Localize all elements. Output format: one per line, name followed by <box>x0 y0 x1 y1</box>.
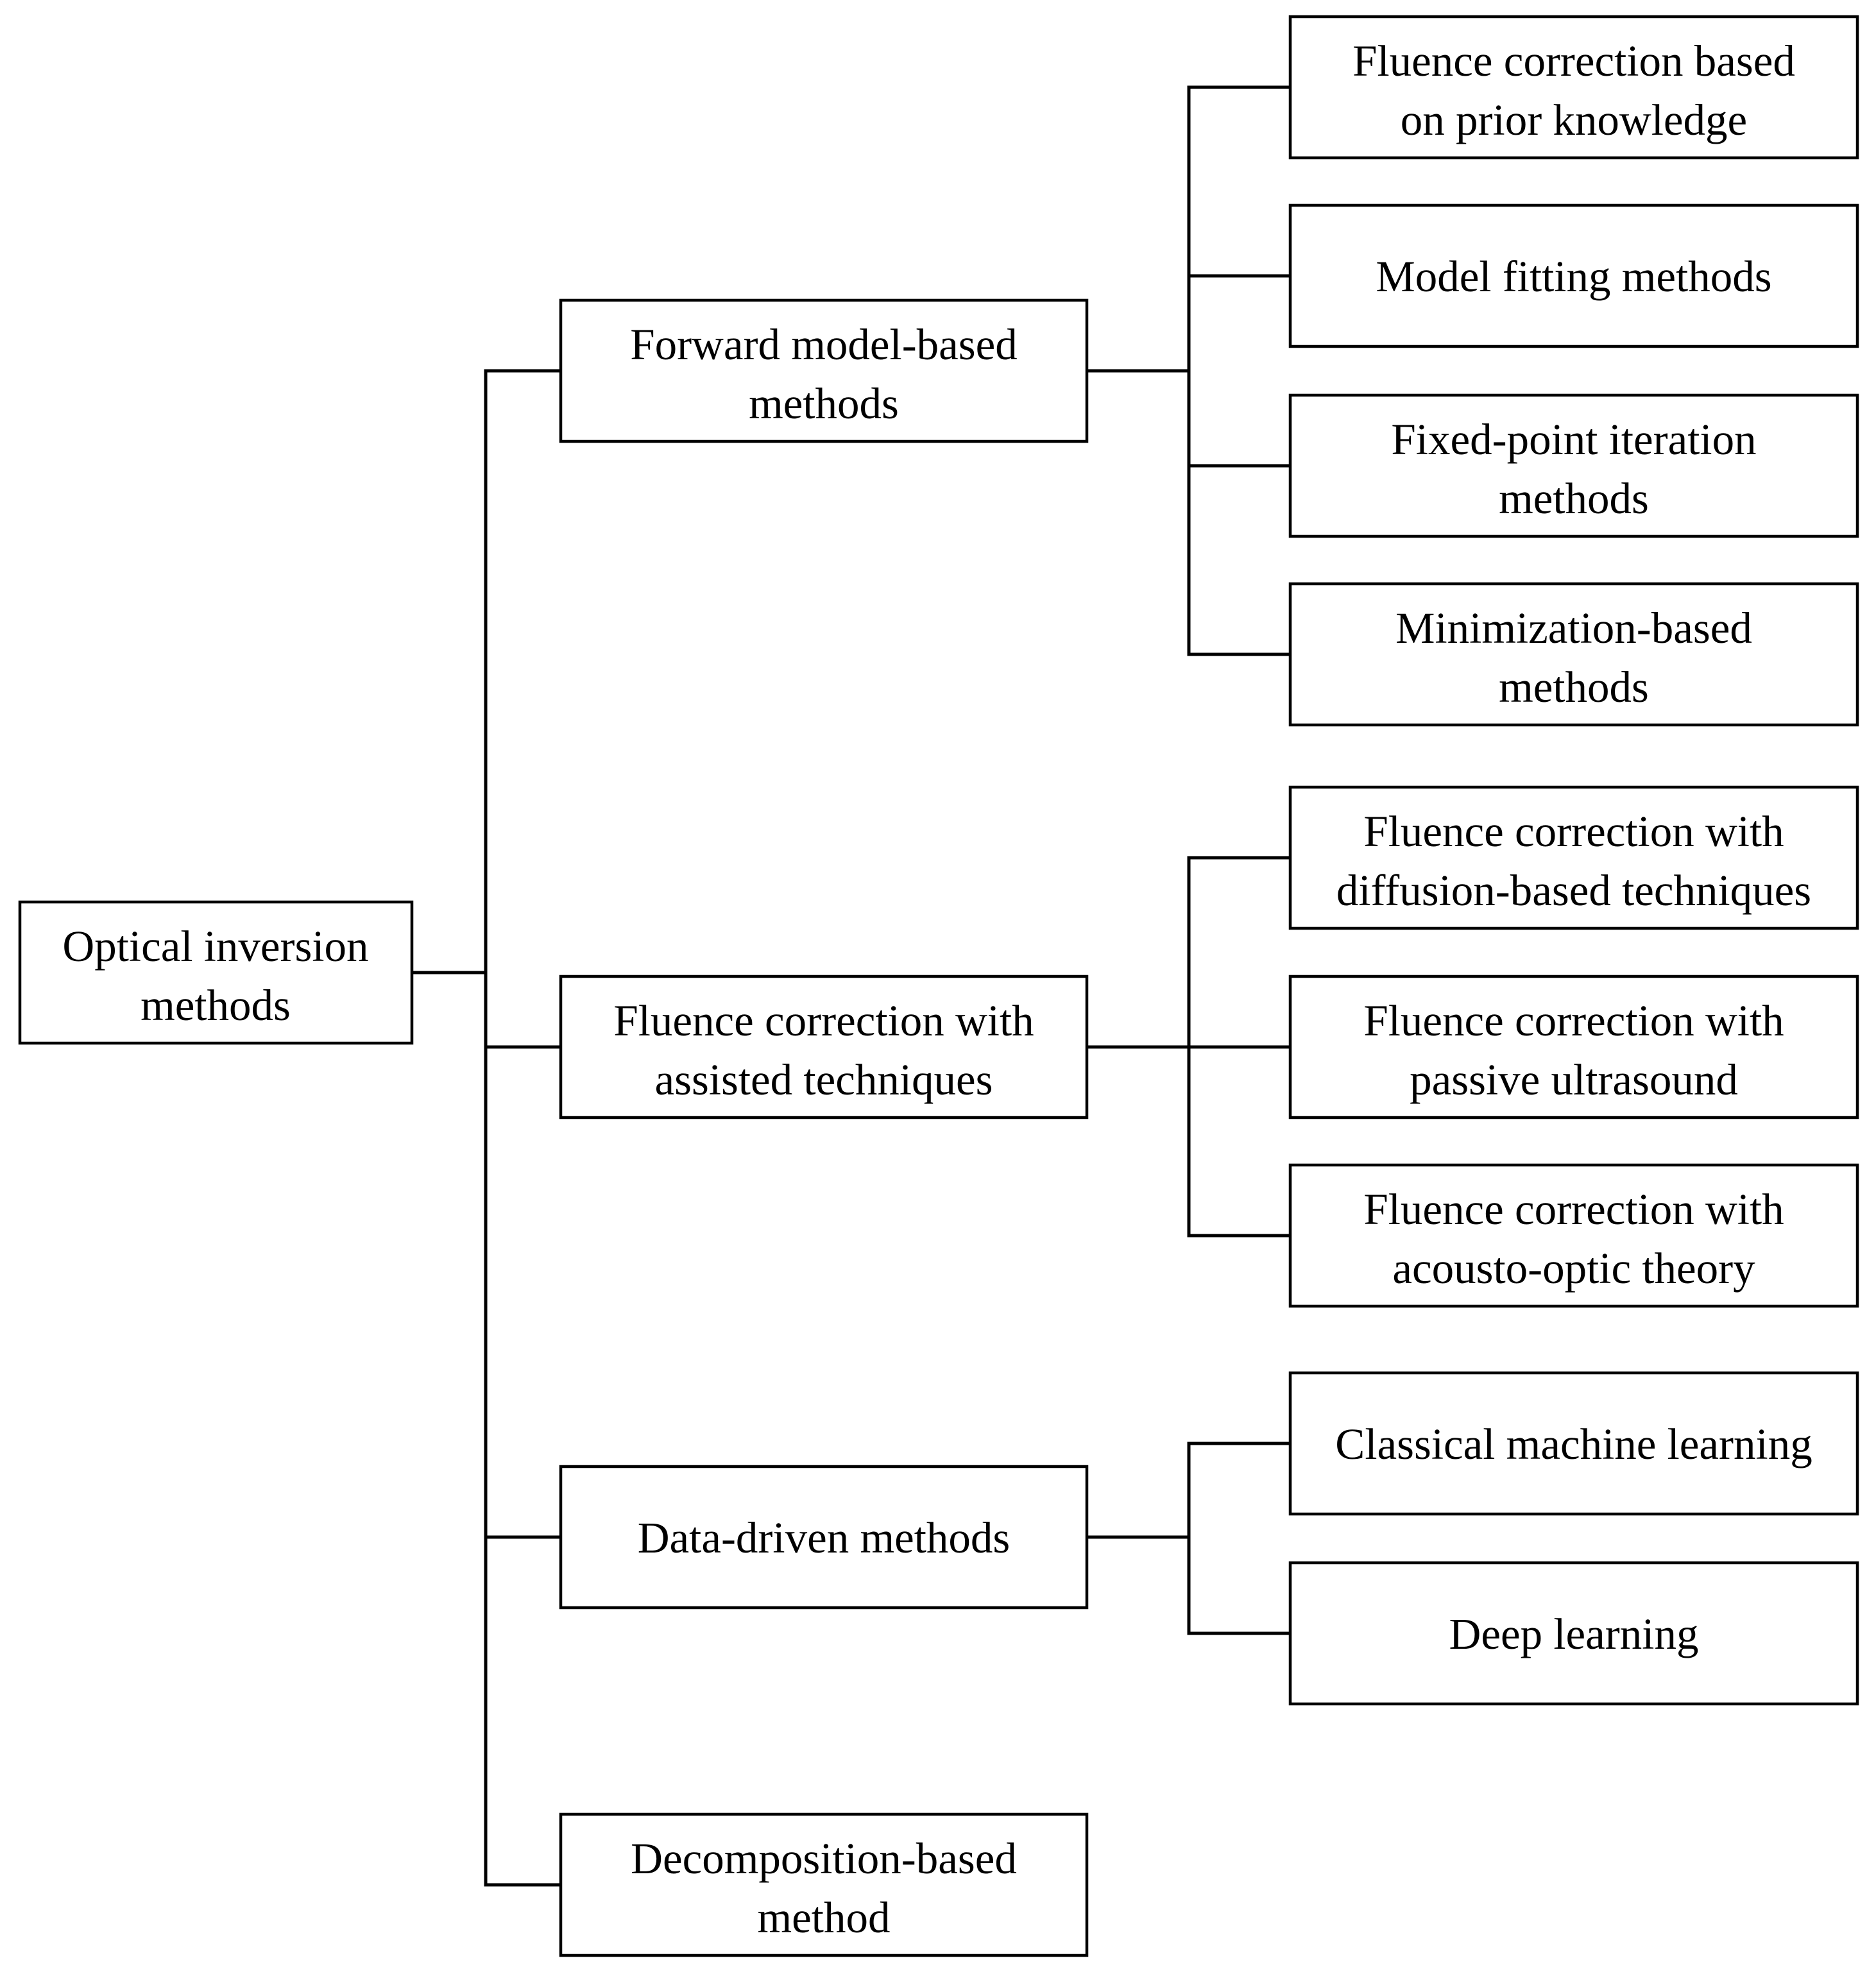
leaf-model-fitting: Model fitting methods <box>1288 203 1859 348</box>
leaf-passive-ultrasound: Fluence correction with passive ultrasou… <box>1288 974 1859 1119</box>
root-line-2: methods <box>141 981 291 1030</box>
leaf-classical-line-1: Classical machine learning <box>1335 1420 1812 1468</box>
leaf-fitting-line-1: Model fitting methods <box>1376 252 1771 301</box>
leaf-diffusion-line-1: Fluence correction with <box>1363 807 1784 856</box>
connectors <box>411 85 1292 1887</box>
leaf-fixed-point-iteration: Fixed-point iteration methods <box>1288 393 1859 538</box>
category-decomposition-line-2: method <box>758 1893 891 1942</box>
leaf-acousto-optic: Fluence correction with acousto-optic th… <box>1288 1163 1859 1308</box>
leaf-deep-line-1: Deep learning <box>1449 1610 1699 1658</box>
leaf-fixedpoint-line-2: methods <box>1499 474 1649 523</box>
root-line-1: Optical inversion <box>62 922 368 971</box>
category-data-driven: Data-driven methods <box>559 1465 1089 1610</box>
leaf-deep-learning: Deep learning <box>1288 1561 1859 1706</box>
leaf-acoustooptic-line-1: Fluence correction with <box>1363 1185 1784 1234</box>
category-assisted-line-2: assisted techniques <box>655 1055 993 1104</box>
leaf-minimization-line-1: Minimization-based <box>1395 604 1752 652</box>
category-datadriven-line-1: Data-driven methods <box>638 1513 1010 1562</box>
category-decomposition-line-1: Decomposition-based <box>631 1834 1017 1883</box>
leaf-acoustooptic-line-2: acousto-optic theory <box>1392 1244 1755 1293</box>
category-assisted-line-1: Fluence correction with <box>613 996 1034 1045</box>
leaf-diffusion-line-2: diffusion-based techniques <box>1336 866 1811 915</box>
leaf-prior-line-1: Fluence correction based <box>1352 37 1795 85</box>
leaf-prior-line-2: on prior knowledge <box>1401 96 1747 144</box>
leaf-ultrasound-line-1: Fluence correction with <box>1363 996 1784 1045</box>
leaf-minimization-line-2: methods <box>1499 663 1649 711</box>
leaf-prior-knowledge: Fluence correction based on prior knowle… <box>1288 15 1859 160</box>
category-assisted-techniques: Fluence correction with assisted techniq… <box>559 974 1089 1119</box>
leaf-diffusion-based: Fluence correction with diffusion-based … <box>1288 785 1859 930</box>
category-forward-model-based: Forward model-based methods <box>559 298 1089 443</box>
leaf-classical-machine-learning: Classical machine learning <box>1288 1371 1859 1516</box>
leaf-ultrasound-line-2: passive ultrasound <box>1410 1055 1738 1104</box>
leaf-fixedpoint-line-1: Fixed-point iteration <box>1391 415 1756 464</box>
category-forward-line-1: Forward model-based <box>630 320 1018 369</box>
leaf-minimization-based: Minimization-based methods <box>1288 582 1859 727</box>
category-forward-line-2: methods <box>749 379 899 428</box>
root-node: Optical inversion methods <box>18 900 414 1045</box>
category-decomposition-based: Decomposition-based method <box>559 1812 1089 1957</box>
